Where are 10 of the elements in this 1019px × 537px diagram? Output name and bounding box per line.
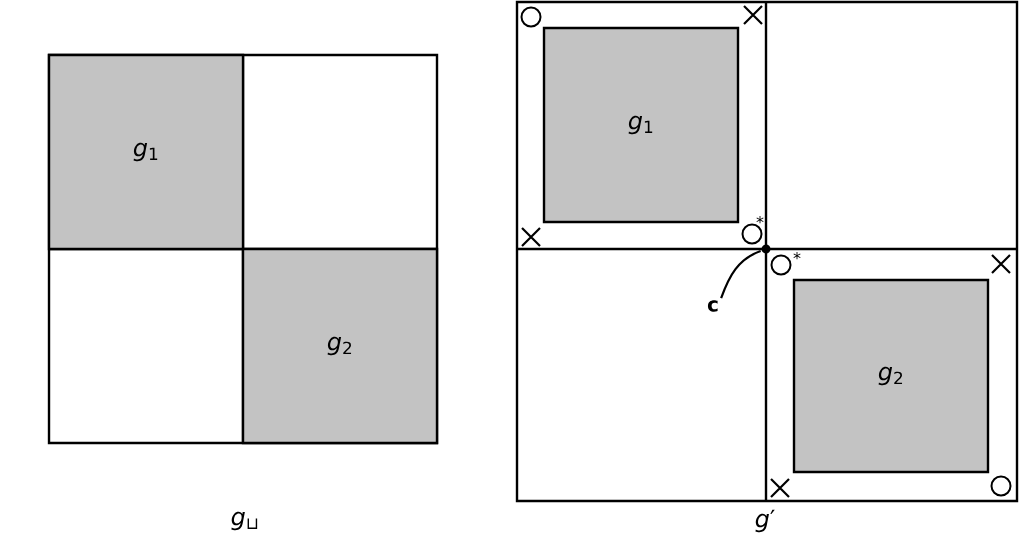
star-mark: * bbox=[756, 216, 764, 224]
point-label: c bbox=[707, 300, 718, 312]
shaded-square: g$_{2}$ bbox=[792, 278, 990, 474]
leader-line bbox=[720, 249, 762, 299]
figure-caption: g$_{⊔}$ bbox=[231, 511, 258, 531]
figure-caption: g′ bbox=[755, 509, 775, 533]
shaded-square: g$_{1}$ bbox=[47, 53, 245, 251]
shaded-square: g$_{1}$ bbox=[542, 26, 740, 224]
shaded-square: g$_{2}$ bbox=[241, 247, 439, 445]
star-mark: * bbox=[793, 252, 801, 260]
